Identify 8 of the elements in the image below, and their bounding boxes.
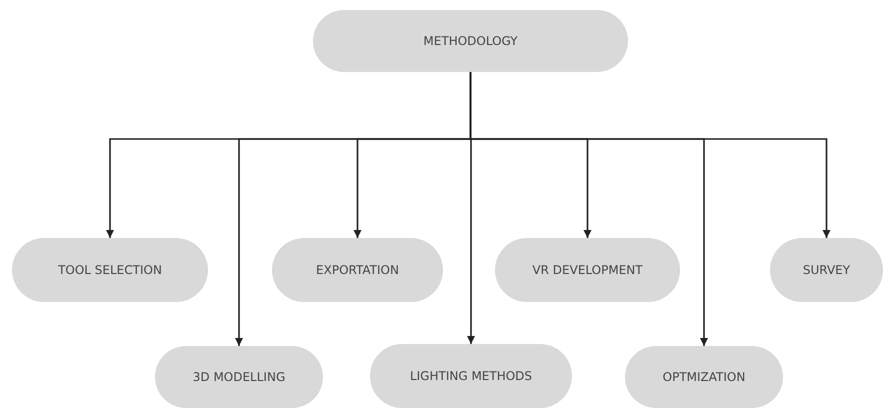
node-label: 3D MODELLING (192, 370, 286, 384)
node-label: SURVEY (802, 263, 850, 277)
node-label: LIGHTING METHODS (410, 369, 532, 383)
node-label: TOOL SELECTION (58, 263, 162, 277)
node-label: EXPORTATION (316, 263, 399, 277)
node-label: VR DEVELOPMENT (532, 263, 643, 277)
node-label: OPTMIZATION (662, 370, 746, 384)
node-label: METHODOLOGY (423, 34, 518, 48)
